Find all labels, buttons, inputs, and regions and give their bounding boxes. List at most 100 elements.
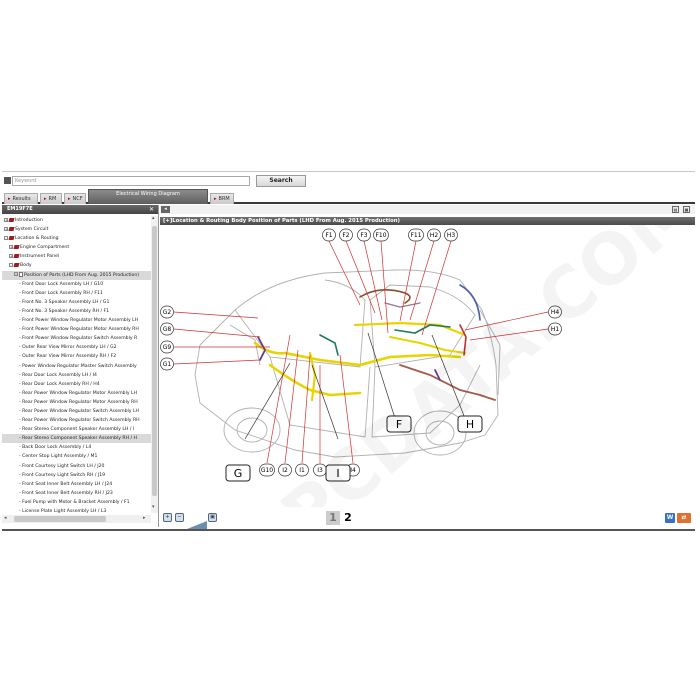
zoom-out-icon[interactable]: −	[175, 513, 184, 522]
page-1-button[interactable]: 1	[326, 511, 340, 525]
expand-icon[interactable]: +	[4, 226, 8, 231]
export-icon[interactable]: ⇄	[677, 513, 691, 523]
tree-item[interactable]: - Front Courtesy Light Switch RH / J19	[2, 471, 151, 480]
tree-item[interactable]: - Power Window Regulator Master Switch A…	[2, 362, 151, 371]
tree-item[interactable]: - Front Power Window Regulator Switch As…	[2, 334, 151, 343]
tree-item[interactable]: - Back Door Lock Assembly / L4	[2, 443, 151, 452]
callout-f2[interactable]: F2	[339, 228, 353, 242]
tree-item[interactable]: - Outer Rear View Mirror Assembly LH / G…	[2, 343, 151, 352]
zoom-slider[interactable]	[187, 514, 207, 529]
tree-item[interactable]: - Rear Power Window Regulator Motor Asse…	[2, 389, 151, 398]
group-label-h[interactable]: H	[457, 415, 483, 433]
harness-floor-yellow	[268, 363, 362, 397]
scrollbar-thumb[interactable]	[14, 516, 106, 522]
callout-line-f11	[399, 240, 417, 322]
search-icon[interactable]	[4, 177, 11, 184]
callout-f3[interactable]: F3	[357, 228, 371, 242]
group-label-f[interactable]: F	[386, 415, 412, 433]
zoom-in-icon[interactable]: +	[163, 513, 172, 522]
expand-icon[interactable]: +	[9, 244, 13, 249]
back-arrow-icon[interactable]: ◂	[161, 206, 170, 213]
collapse-icon[interactable]: -	[9, 262, 13, 267]
tab-label: BRM	[218, 196, 230, 202]
tree-item[interactable]: - Fuel Pump with Motor & Bracket Assembl…	[2, 498, 151, 507]
callout-f1[interactable]: F1	[322, 228, 336, 242]
tree-item[interactable]: - Outer Rear View Mirror Assembly RH / F…	[2, 352, 151, 361]
tree-item[interactable]: - Front Door Lock Assembly RH / F11	[2, 289, 151, 298]
close-icon[interactable]: ✕	[148, 206, 154, 213]
tab-bar: ▸Results ▸RM ▸NCF Electrical Wiring Diag…	[2, 189, 695, 204]
tree-item-label: - License Plate Light Assembly LH / L3	[19, 509, 107, 513]
tree-item[interactable]: +Instrument Panel	[2, 252, 151, 261]
search-input[interactable]: Keyword	[12, 176, 250, 186]
tree-item[interactable]: - Front Power Window Regulator Motor Ass…	[2, 316, 151, 325]
fit-icon[interactable]: ▣	[208, 513, 217, 522]
tree-item[interactable]: - Front Seat Inner Belt Assembly LH / J2…	[2, 480, 151, 489]
tree-item[interactable]: - Rear Power Window Regulator Motor Asse…	[2, 398, 151, 407]
tree-item[interactable]: +Engine Compartment	[2, 243, 151, 252]
callout-g10[interactable]: G10	[259, 463, 275, 477]
scroll-right-icon[interactable]: ▸	[143, 515, 146, 521]
wiring-diagram-canvas[interactable]: EPCDATA.COM	[160, 225, 695, 507]
scroll-down-icon[interactable]: ▾	[152, 504, 155, 510]
tab-rm[interactable]: ▸RM	[40, 193, 62, 204]
callout-h1[interactable]: H1	[548, 322, 562, 336]
tree-item[interactable]: +System Circuit	[2, 225, 151, 234]
callout-f10[interactable]: F10	[373, 228, 389, 242]
callout-g9[interactable]: G9	[160, 340, 174, 354]
expand-icon[interactable]: +	[9, 253, 13, 258]
group-label-g[interactable]: G	[225, 464, 251, 482]
vertical-scrollbar[interactable]: ▴ ▾	[151, 215, 158, 513]
search-button[interactable]: Search	[256, 175, 306, 187]
tree-item[interactable]: - Rear Power Window Regulator Switch Ass…	[2, 416, 151, 425]
tree-item[interactable]: - Center Stop Light Assembly / M1	[2, 452, 151, 461]
callout-i1[interactable]: I1	[295, 463, 309, 477]
tree-item[interactable]: - Rear Stereo Component Speaker Assembly…	[2, 434, 151, 444]
callout-bubble	[160, 322, 174, 336]
tree-item[interactable]: -Position of Parts (LHD From Aug. 2015 P…	[2, 270, 151, 280]
callout-g1[interactable]: G1	[160, 357, 174, 371]
tab-electrical-wiring-diagram[interactable]: Electrical Wiring Diagram	[88, 189, 208, 204]
callout-f11[interactable]: F11	[408, 228, 424, 242]
callout-h4[interactable]: H4	[548, 305, 562, 319]
tab-brm[interactable]: ▸BRM	[210, 193, 234, 204]
tab-results[interactable]: ▸Results	[4, 193, 38, 204]
tree-item[interactable]: +Introduction	[2, 216, 151, 225]
callout-i2[interactable]: I2	[278, 463, 292, 477]
tree-item[interactable]: - Front Door Lock Assembly LH / G10	[2, 280, 151, 289]
tree-item[interactable]: -Body	[2, 261, 151, 270]
tree-item[interactable]: - Front Courtesy Light Switch LH / J20	[2, 462, 151, 471]
expand-icon[interactable]: +	[4, 217, 8, 222]
tree-item[interactable]: - Front No. 3 Speaker Assembly RH / F1	[2, 307, 151, 316]
callout-label: F1	[325, 232, 332, 239]
scroll-up-icon[interactable]: ▴	[152, 215, 155, 221]
window-icon[interactable]: W	[665, 513, 675, 523]
callout-h2[interactable]: H2	[427, 228, 441, 242]
scrollbar-thumb[interactable]	[152, 226, 157, 496]
tree-item[interactable]: - Front Power Window Regulator Motor Ass…	[2, 325, 151, 334]
tree-item[interactable]: -Location & Routing	[2, 234, 151, 243]
settings-icon[interactable]: ▦	[683, 206, 690, 213]
book-icon	[8, 226, 15, 231]
scroll-left-icon[interactable]: ◂	[4, 515, 7, 521]
tab-ncf[interactable]: ▸NCF	[64, 193, 86, 204]
tree-item[interactable]: - Rear Door Lock Assembly LH / I4	[2, 371, 151, 380]
callout-g8[interactable]: G8	[160, 322, 174, 336]
callout-lines	[173, 240, 549, 464]
page-2-button[interactable]: 2	[344, 511, 352, 524]
collapse-icon[interactable]: -	[4, 235, 8, 240]
tree-item[interactable]: - Front Seat Inner Belt Assembly RH / J2…	[2, 489, 151, 498]
tree-item[interactable]: - License Plate Light Assembly LH / L3	[2, 507, 151, 513]
tree-item[interactable]: - Rear Power Window Regulator Switch Ass…	[2, 407, 151, 416]
group-label-i[interactable]: I	[325, 464, 351, 482]
callout-g2[interactable]: G2	[160, 305, 174, 319]
callout-h3[interactable]: H3	[444, 228, 458, 242]
tree-item[interactable]: - Rear Door Lock Assembly RH / H4	[2, 380, 151, 389]
tree-item[interactable]: - Front No. 3 Speaker Assembly LH / G1	[2, 298, 151, 307]
horizontal-scrollbar[interactable]: ◂ ▸	[2, 515, 151, 523]
tree-item[interactable]: - Rear Stereo Component Speaker Assembly…	[2, 425, 151, 434]
tab-label: NCF	[72, 196, 83, 202]
callout-line-g2	[173, 311, 259, 319]
print-icon[interactable]: ▤	[672, 206, 679, 213]
collapse-icon[interactable]: -	[14, 272, 18, 277]
